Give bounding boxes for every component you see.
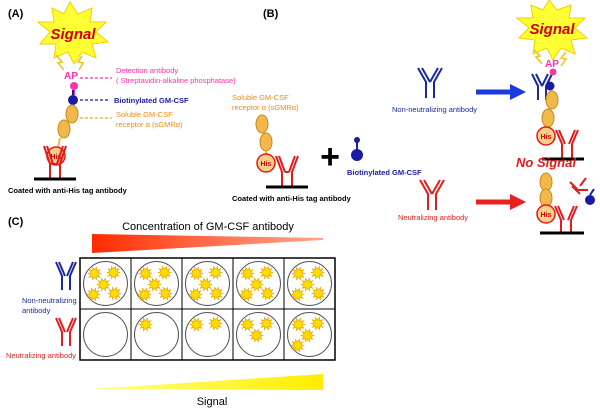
neutralizing-label-b: Neutralizing antibody: [398, 213, 468, 222]
no-signal-complex-b: His: [536, 172, 595, 235]
signal-burst-icon: [106, 265, 121, 280]
his-text-b: His: [261, 161, 272, 168]
red-arrow: [476, 194, 526, 210]
signal-burst-icon: [259, 265, 274, 280]
concentration-title: Concentration of GM-CSF antibody: [122, 221, 294, 233]
signal-label-c: Signal: [197, 396, 228, 408]
biotinylated-label-a: Biotinylated GM-CSF: [114, 96, 189, 105]
signal-burst-icon: [291, 317, 306, 332]
soluble-receptor-label-b1: Soluble GM-CSF: [232, 93, 289, 102]
signal-burst-icon: [290, 287, 305, 302]
ap-text-a: AP: [64, 71, 78, 82]
neutralizing-antibody-icon-b: [419, 179, 445, 210]
his-text-b-top: His: [541, 134, 552, 141]
coated-label-a: Coated with anti-His tag antibody: [8, 186, 128, 195]
lightning-icons-b: [533, 49, 568, 67]
signal-burst-icon: [86, 287, 101, 302]
non-neutralizing-label-c1: Non-neutralizing: [22, 296, 77, 305]
signal-burst-icon: [240, 317, 255, 332]
signal-burst-icon: [300, 328, 315, 343]
signal-burst-icon: [189, 266, 204, 281]
detection-antibody-detail: ( Streptavidin-alkaline phosphatase): [116, 76, 236, 85]
signal-text-a: Signal: [50, 26, 96, 43]
concentration-wedge: [92, 234, 323, 253]
non-neutralizing-antibody-icon-c: [55, 261, 77, 290]
signal-burst-a: Signal: [36, 1, 110, 65]
signal-burst-icon: [259, 316, 274, 331]
no-signal-text: No Signal: [516, 155, 576, 170]
neutralizing-label-c: Neutralizing antibody: [6, 351, 76, 360]
his-tag-b: His: [256, 153, 276, 173]
ap-text-b: AP: [545, 59, 559, 70]
signal-burst-icon: [300, 277, 315, 292]
signal-burst-icon: [291, 266, 306, 281]
signal-burst-icon: [189, 317, 204, 332]
signal-burst-icon: [96, 277, 111, 292]
signal-burst-b: Signal: [515, 0, 589, 61]
signal-burst-icon: [290, 338, 305, 353]
panel-c-label: (C): [8, 216, 24, 228]
signal-burst-icon: [158, 286, 173, 301]
receptor-icon-b: [255, 114, 273, 156]
his-text-a: His: [51, 154, 62, 161]
signal-wedge: [92, 374, 323, 390]
signal-burst-icon: [240, 266, 255, 281]
elisa-plate-grid: [79, 257, 336, 361]
soluble-receptor-label-b2: receptor α (sGMRα): [232, 103, 299, 112]
non-neutralizing-antibody-icon-b: [417, 67, 443, 98]
biotinylated-label-b: Biotinylated GM-CSF: [347, 168, 422, 177]
signal-text-b: Signal: [529, 21, 575, 38]
coated-label-b: Coated with anti-His tag antibody: [232, 194, 352, 203]
plate-well: [134, 312, 179, 357]
signal-burst-icon: [208, 316, 223, 331]
signal-burst-icon: [249, 328, 264, 343]
signal-burst-icon: [188, 287, 203, 302]
signal-burst-icon: [208, 265, 223, 280]
panel-a-label: (A): [8, 8, 24, 20]
anti-his-antibody-a: [43, 145, 67, 178]
signal-burst-icon: [310, 316, 325, 331]
signal-burst-icon: [137, 287, 152, 302]
signal-burst-icon: [311, 286, 326, 301]
plate-well: [185, 312, 230, 357]
signal-burst-icon: [107, 286, 122, 301]
signal-burst-icon: [310, 265, 325, 280]
receptor-icon-a: [57, 104, 79, 149]
soluble-receptor-label-a1: Soluble GM-CSF: [116, 110, 173, 119]
signal-burst-icon: [209, 286, 224, 301]
soluble-receptor-label-a2: receptor α (sGMRα): [116, 120, 183, 129]
signal-burst-icon: [260, 286, 275, 301]
signal-burst-icon: [239, 287, 254, 302]
signal-burst-icon: [249, 277, 264, 292]
detection-antibody-label: Detection antibody: [116, 66, 178, 75]
neutralizing-antibody-icon-c: [55, 317, 77, 346]
signal-burst-icon: [138, 266, 153, 281]
signal-complex-b: His: [531, 68, 584, 161]
signal-burst-icon: [198, 277, 213, 292]
non-neutralizing-label-c2: antibody: [22, 306, 51, 315]
signal-burst-icon: [87, 266, 102, 281]
panel-b-label: (B): [263, 8, 279, 20]
signal-burst-icon: [147, 277, 162, 292]
his-text-b-bottom: His: [541, 212, 552, 219]
lightning-icons-a: [55, 54, 85, 71]
plate-well: [83, 312, 128, 357]
plus-sign: +: [320, 138, 340, 176]
non-neutralizing-label-b: Non-neutralizing antibody: [392, 105, 477, 114]
biotinylated-gmcsf-icon-a: [68, 90, 78, 105]
anti-his-antibody-b: [275, 155, 299, 186]
blue-arrow: [476, 84, 526, 100]
signal-burst-icon: [138, 317, 153, 332]
biotinylated-gmcsf-icon-b: [351, 137, 363, 161]
signal-burst-icon: [157, 265, 172, 280]
